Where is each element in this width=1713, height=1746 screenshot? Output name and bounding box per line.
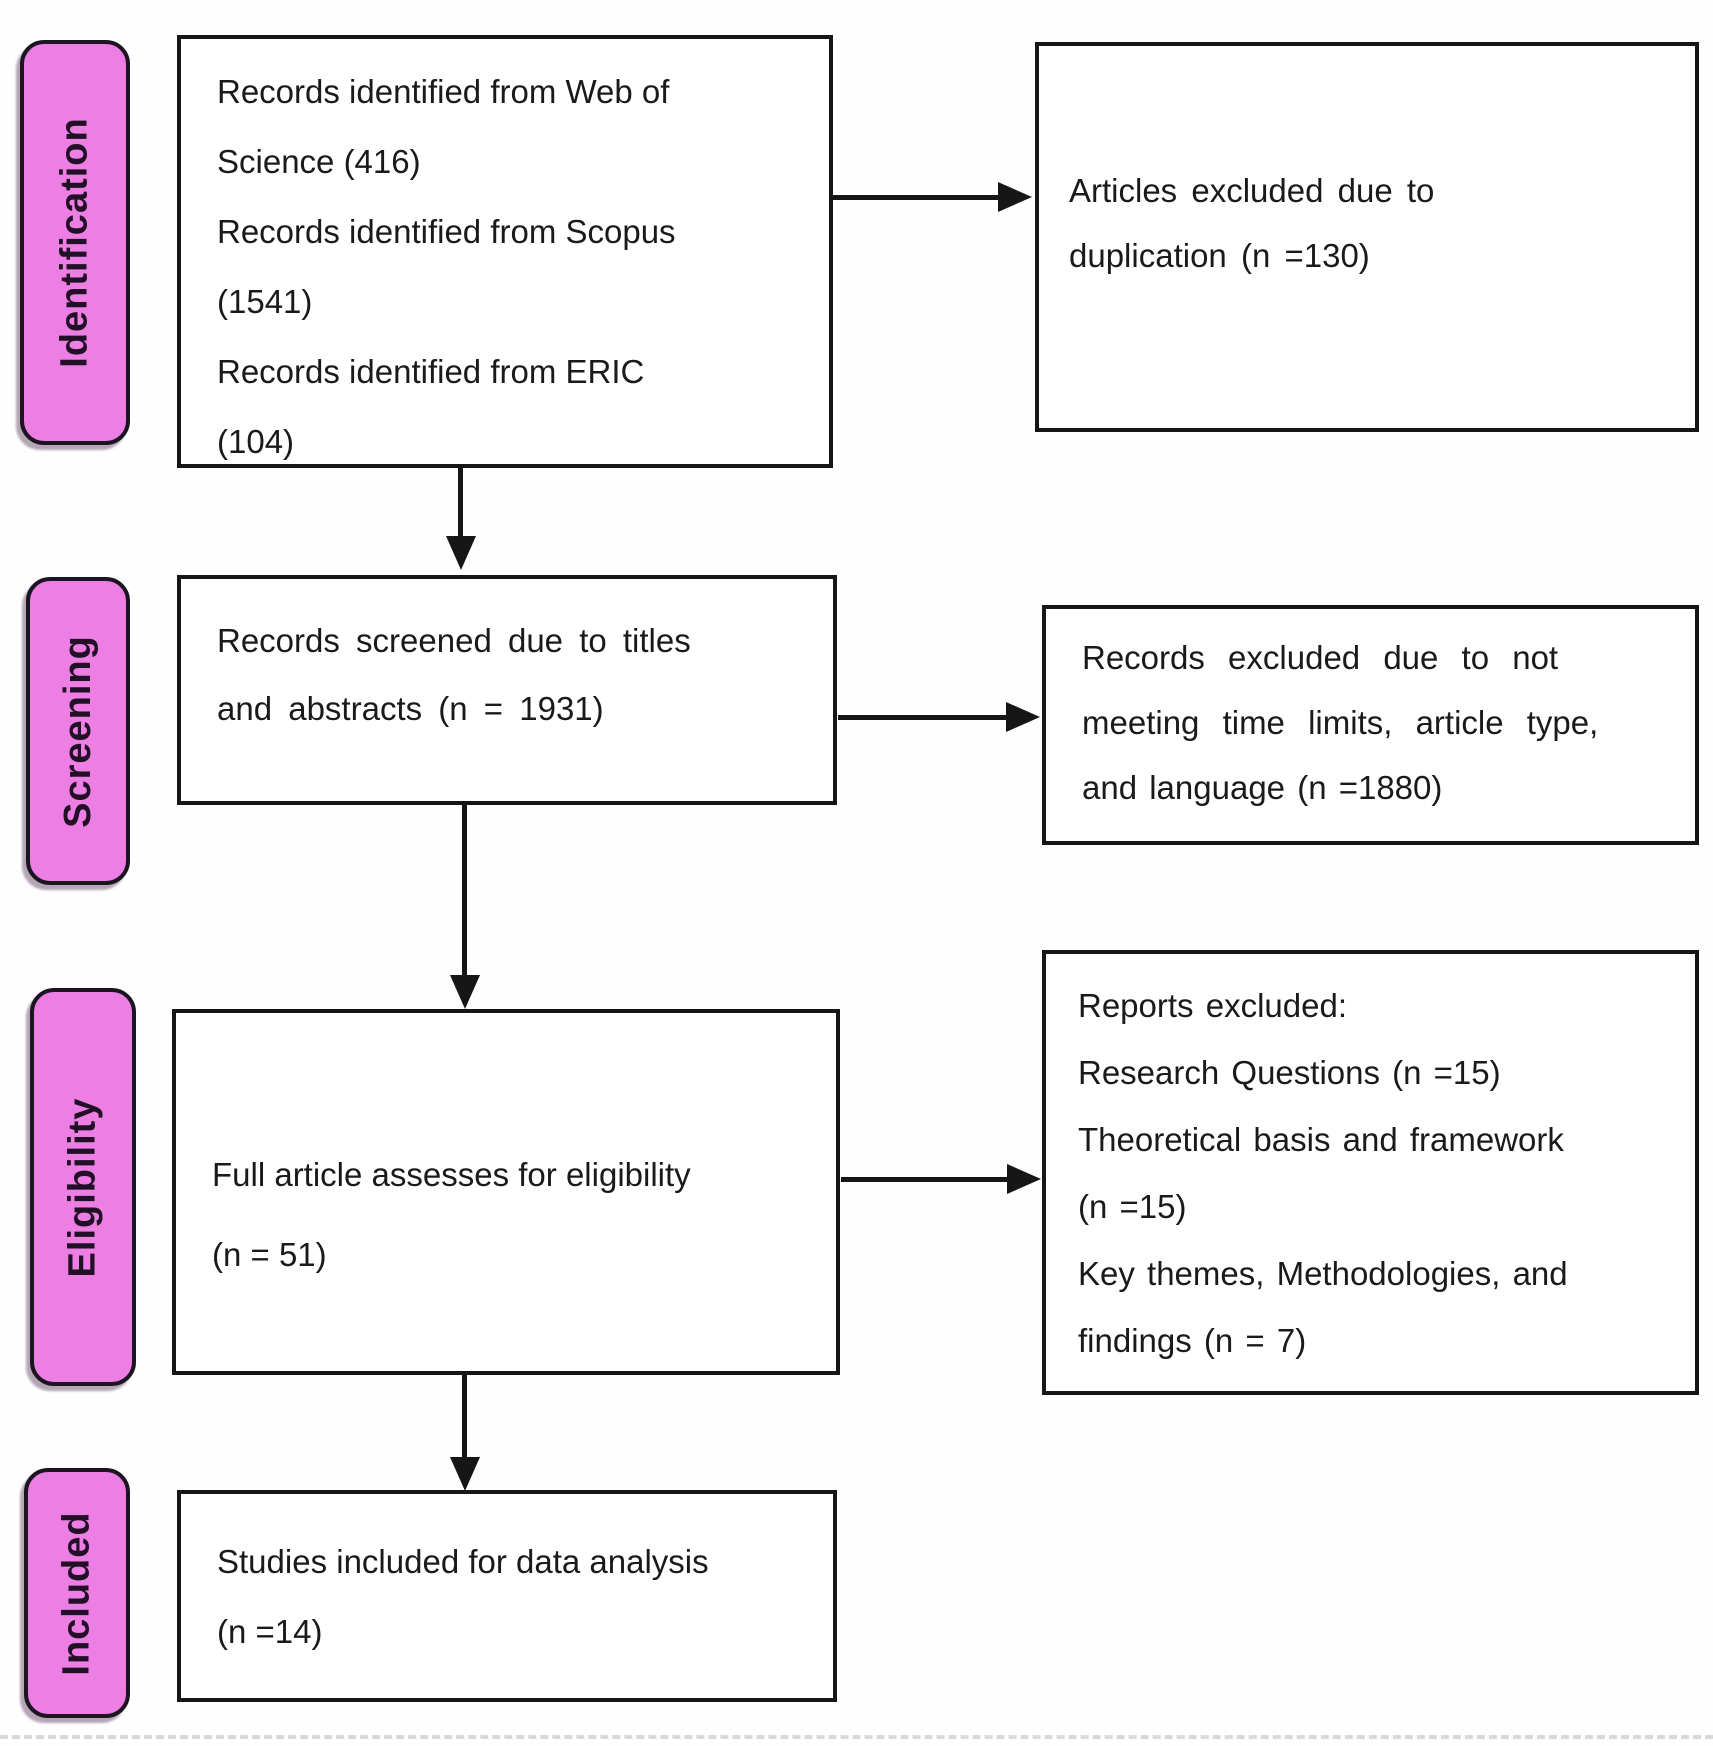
box-records-identified-line: Records identified from Scopus bbox=[217, 213, 676, 250]
box-records-identified: Records identified from Web of Science (… bbox=[177, 35, 833, 468]
arrow-right-icon bbox=[1007, 1164, 1041, 1194]
arrow-sources-to-screened bbox=[458, 468, 463, 538]
box-records-excluded-screening-line: and language (n =1880) bbox=[1082, 769, 1443, 806]
box-records-screened-line: Records screened due to titles bbox=[217, 622, 691, 659]
box-records-identified-line: Science (416) bbox=[217, 143, 421, 180]
box-records-screened-line: and abstracts (n = 1931) bbox=[217, 690, 604, 727]
box-reports-excluded: Reports excluded: Research Questions (n … bbox=[1042, 950, 1699, 1395]
box-studies-included-line: Studies included for data analysis bbox=[217, 1543, 709, 1580]
stage-label-eligibility: Eligibility bbox=[30, 988, 136, 1386]
page-edge-artifact bbox=[0, 1735, 1713, 1739]
arrow-down-icon bbox=[446, 536, 476, 570]
box-full-article-eligibility: Full article assesses for eligibility (n… bbox=[172, 1009, 840, 1375]
box-records-identified-line: (104) bbox=[217, 423, 295, 460]
arrow-fullarticle-to-reports-excluded bbox=[841, 1177, 1009, 1182]
box-reports-excluded-line: (n =15) bbox=[1078, 1188, 1187, 1225]
stage-label-screening-text: Screening bbox=[56, 634, 99, 828]
box-records-excluded-screening-line: meeting time limits, article type, bbox=[1082, 704, 1599, 741]
stage-label-included-text: Included bbox=[55, 1510, 98, 1676]
arrow-sources-to-duplication bbox=[833, 195, 1000, 200]
box-records-identified-line: (1541) bbox=[217, 283, 313, 320]
arrow-screened-to-excluded bbox=[838, 715, 1008, 720]
box-full-article-eligibility-line: (n = 51) bbox=[212, 1236, 327, 1273]
stage-label-included: Included bbox=[24, 1468, 130, 1718]
stage-label-identification: Identification bbox=[20, 40, 130, 445]
box-reports-excluded-line: Theoretical basis and framework bbox=[1078, 1121, 1564, 1158]
box-records-identified-line: Records identified from Web of bbox=[217, 73, 670, 110]
box-full-article-eligibility-line: Full article assesses for eligibility bbox=[212, 1156, 691, 1193]
box-records-excluded-screening: Records excluded due to not meeting time… bbox=[1042, 605, 1699, 845]
box-excluded-duplication-line: duplication (n =130) bbox=[1069, 237, 1370, 274]
box-reports-excluded-line: Reports excluded: bbox=[1078, 987, 1347, 1024]
arrow-right-icon bbox=[998, 182, 1032, 212]
stage-label-identification-text: Identification bbox=[53, 117, 96, 368]
box-records-identified-line: Records identified from ERIC bbox=[217, 353, 645, 390]
arrow-down-icon bbox=[450, 975, 480, 1009]
box-records-excluded-screening-line: Records excluded due to not bbox=[1082, 639, 1559, 676]
box-studies-included-line: (n =14) bbox=[217, 1613, 323, 1650]
stage-label-eligibility-text: Eligibility bbox=[61, 1097, 104, 1277]
box-reports-excluded-line: findings (n = 7) bbox=[1078, 1322, 1307, 1359]
box-excluded-duplication: Articles excluded due to duplication (n … bbox=[1035, 42, 1699, 432]
stage-label-screening: Screening bbox=[26, 577, 130, 885]
arrow-fullarticle-to-included bbox=[462, 1375, 467, 1459]
arrow-right-icon bbox=[1006, 702, 1040, 732]
arrow-down-icon bbox=[450, 1457, 480, 1491]
box-reports-excluded-line: Key themes, Methodologies, and bbox=[1078, 1255, 1568, 1292]
box-records-screened: Records screened due to titles and abstr… bbox=[177, 575, 837, 805]
box-excluded-duplication-line: Articles excluded due to bbox=[1069, 172, 1435, 209]
arrow-screened-to-fullarticle bbox=[462, 805, 467, 977]
box-reports-excluded-line: Research Questions (n =15) bbox=[1078, 1054, 1501, 1091]
box-studies-included: Studies included for data analysis (n =1… bbox=[177, 1490, 837, 1702]
